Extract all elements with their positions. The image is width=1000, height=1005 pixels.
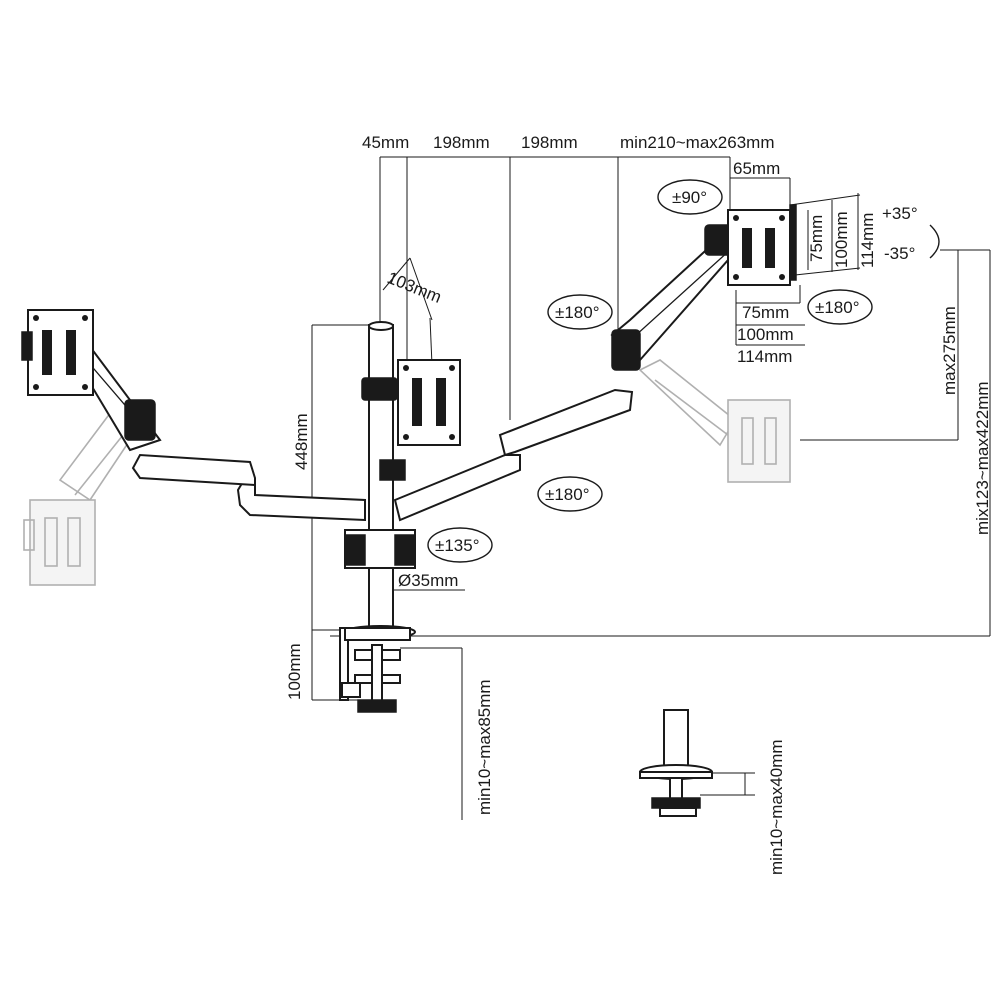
label-outer-reach: min210~max263mm xyxy=(620,133,775,152)
dimension-lines xyxy=(311,156,991,820)
label-vesa-v114: 114mm xyxy=(858,213,877,268)
label-clamp-height: 100mm xyxy=(285,643,304,700)
label-height-range: mix123~max422mm xyxy=(973,381,992,535)
label-lower-arm: ±180° xyxy=(545,485,590,504)
left-monitor-plate xyxy=(21,309,94,396)
label-tilt-down: -35° xyxy=(884,244,915,263)
label-swivel-head: ±90° xyxy=(672,188,707,207)
rotation-indicators xyxy=(427,179,940,563)
label-vesa-h75: 75mm xyxy=(742,303,789,322)
label-rotate-head: ±180° xyxy=(815,298,860,317)
label-height-max: max275mm xyxy=(940,306,959,395)
left-arm xyxy=(68,338,366,522)
dimension-labels: 45mm 198mm 198mm min210~max263mm 65mm 10… xyxy=(285,133,992,875)
rotation-labels: ±90° +35° -35° ±180° ±180° ±180° ±135° xyxy=(435,188,918,555)
label-tilt-head-width: 65mm xyxy=(733,159,780,178)
ghost-left-monitor xyxy=(23,399,152,586)
label-upper-arm: ±180° xyxy=(555,303,600,322)
label-pole-diameter: Ø35mm xyxy=(398,571,458,590)
pole-and-clamp xyxy=(339,321,416,713)
label-column-offset: 45mm xyxy=(362,133,409,152)
grommet-detail xyxy=(639,709,713,817)
label-vesa-v100: 100mm xyxy=(832,211,851,268)
right-monitor-plate xyxy=(727,204,797,286)
label-arm-segment-1: 198mm xyxy=(433,133,490,152)
label-vesa-h100: 100mm xyxy=(737,325,794,344)
label-vesa-v75: 75mm xyxy=(807,215,826,262)
label-grommet-range: min10~max40mm xyxy=(767,739,786,875)
ghost-right-monitor xyxy=(638,359,791,483)
middle-monitor-plate xyxy=(397,359,461,446)
label-vesa-h114: 114mm xyxy=(737,347,792,366)
vesa-labels: 75mm 100mm 114mm 75mm 100mm 114mm xyxy=(737,211,877,366)
label-arm-segment-2: 198mm xyxy=(521,133,578,152)
label-pole-height: 448mm xyxy=(292,413,311,470)
label-tilt-up: +35° xyxy=(882,204,918,223)
right-arm xyxy=(393,224,742,522)
label-base: ±135° xyxy=(435,536,480,555)
label-arm-offset-diag: 103mm xyxy=(385,268,445,307)
label-clamp-range: min10~max85mm xyxy=(475,679,494,815)
